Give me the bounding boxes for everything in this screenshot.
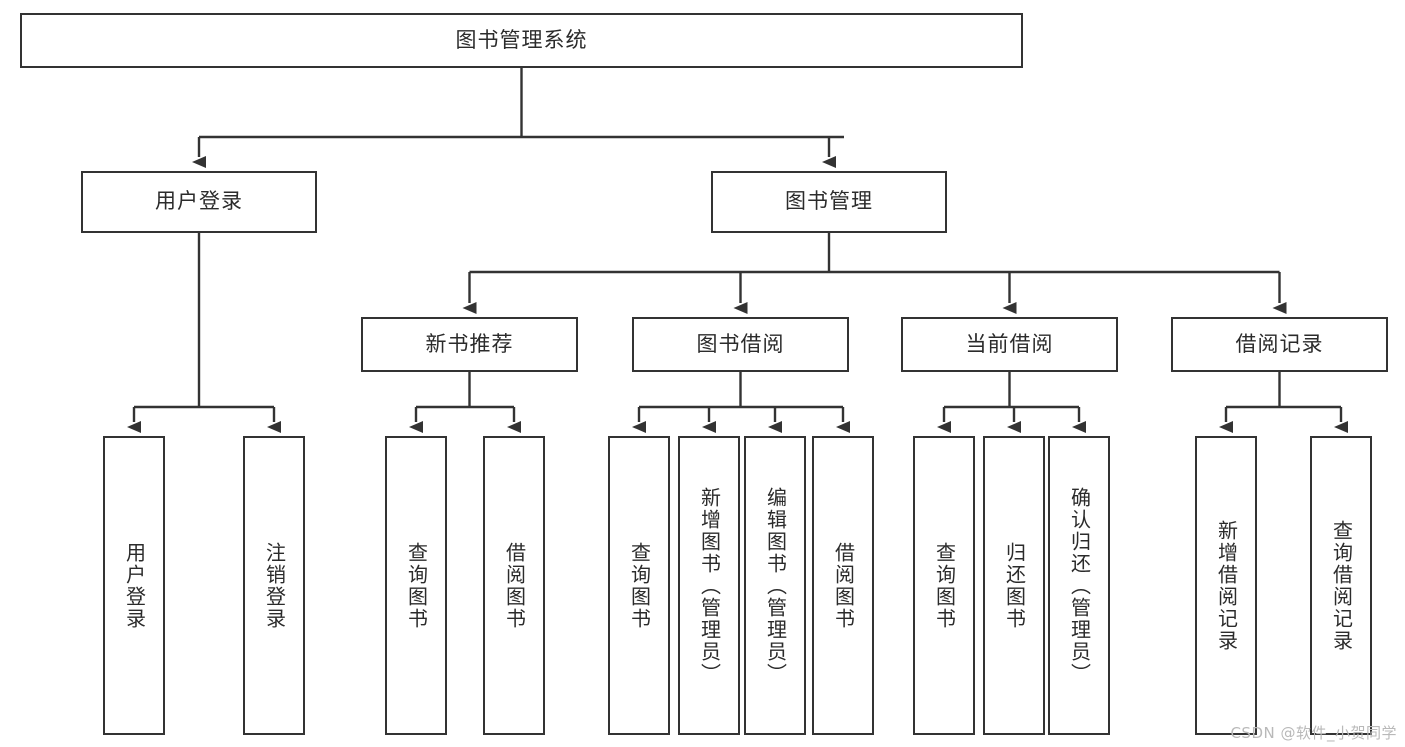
node-leaf-logout-label: 注销登录 [262,541,287,630]
node-leaf-borrow-book[interactable]: 借阅图书 [812,436,874,735]
node-leaf-user-login[interactable]: 用户登录 [103,436,165,735]
node-leaf-add-borrow-record-label: 新增借阅记录 [1214,519,1239,652]
watermark: CSDN @软件_小贺同学 [1230,724,1397,742]
node-borrow-record[interactable]: 借阅记录 [1171,317,1388,372]
node-leaf-borrow-book-recommend-label: 借阅图书 [502,541,527,630]
node-root-label: 图书管理系统 [455,27,588,52]
node-new-book-recommend[interactable]: 新书推荐 [361,317,578,372]
node-leaf-user-login-label: 用户登录 [122,541,147,630]
node-leaf-query-book-borrow-label: 查询图书 [627,541,652,630]
node-leaf-return-book[interactable]: 归还图书 [983,436,1045,735]
node-leaf-borrow-book-recommend[interactable]: 借阅图书 [483,436,545,735]
node-book-borrow-label: 图书借阅 [696,331,785,356]
node-book-manage-label: 图书管理 [785,189,873,214]
node-borrow-record-label: 借阅记录 [1235,331,1324,356]
node-leaf-query-borrow-record[interactable]: 查询借阅记录 [1310,436,1372,735]
node-leaf-add-book-label: 新增图书（管理员） [697,486,722,685]
node-leaf-borrow-book-label: 借阅图书 [831,541,856,630]
node-leaf-return-book-label: 归还图书 [1002,541,1027,630]
node-current-borrow-label: 当前借阅 [965,331,1054,356]
node-book-borrow[interactable]: 图书借阅 [632,317,849,372]
node-book-manage[interactable]: 图书管理 [711,171,947,233]
node-leaf-query-book-recommend-label: 查询图书 [404,541,429,630]
node-root[interactable]: 图书管理系统 [20,13,1023,68]
node-leaf-add-borrow-record[interactable]: 新增借阅记录 [1195,436,1257,735]
node-leaf-add-book[interactable]: 新增图书（管理员） [678,436,740,735]
node-leaf-confirm-return[interactable]: 确认归还（管理员） [1048,436,1110,735]
node-leaf-query-borrow-record-label: 查询借阅记录 [1329,519,1354,652]
node-leaf-logout[interactable]: 注销登录 [243,436,305,735]
node-leaf-query-book-current[interactable]: 查询图书 [913,436,975,735]
node-leaf-confirm-return-label: 确认归还（管理员） [1067,486,1092,685]
node-current-borrow[interactable]: 当前借阅 [901,317,1118,372]
node-user-login-label: 用户登录 [155,189,243,214]
node-leaf-edit-book[interactable]: 编辑图书（管理员） [744,436,806,735]
node-leaf-edit-book-label: 编辑图书（管理员） [763,486,788,685]
node-leaf-query-book-recommend[interactable]: 查询图书 [385,436,447,735]
node-leaf-query-book-current-label: 查询图书 [932,541,957,630]
node-new-book-recommend-label: 新书推荐 [425,331,514,356]
node-leaf-query-book-borrow[interactable]: 查询图书 [608,436,670,735]
node-user-login[interactable]: 用户登录 [81,171,317,233]
